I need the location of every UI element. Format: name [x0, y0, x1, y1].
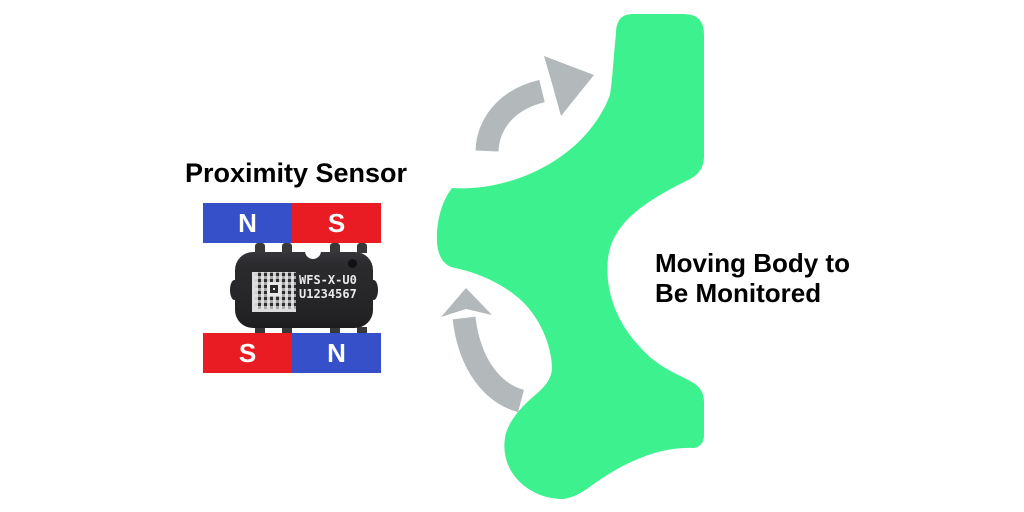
chip-label: WFS-X-U0 U1234567	[299, 273, 369, 301]
chip-notch	[305, 245, 321, 259]
chip-pin	[282, 327, 292, 337]
chip-pin	[357, 327, 367, 337]
magnet-top-south-pole: S	[292, 203, 381, 243]
chip-pin	[282, 243, 292, 253]
rotation-arrow-bottom-shaft	[452, 316, 525, 413]
chip-part-number: WFS-X-U0	[299, 273, 357, 287]
moving-body-label-line2: Be Monitored	[655, 278, 822, 308]
chip-side-bump	[369, 280, 378, 300]
rotation-arrow-top-head	[544, 56, 594, 116]
chip-side-bump	[230, 280, 239, 300]
chip-pin	[330, 327, 340, 337]
magnet-top-north-pole: N	[203, 203, 292, 243]
chip-pin1-dot	[348, 259, 357, 268]
magnet-bottom-north-pole: N	[292, 333, 381, 373]
moving-body-label: Moving Body to Be Monitored	[655, 248, 850, 308]
magnet-bottom: S N	[203, 333, 381, 373]
moving-body-label-line1: Moving Body to	[655, 248, 850, 278]
proximity-sensor-title: Proximity Sensor	[184, 158, 408, 188]
magnet-top: N S	[203, 203, 381, 243]
chip-pin	[357, 243, 367, 253]
datamatrix-code	[252, 272, 296, 312]
rotation-arrow-bottom	[441, 288, 525, 413]
datamatrix-center	[267, 282, 281, 296]
moving-body-shape	[436, 14, 704, 499]
chip-serial-number: U1234567	[299, 287, 357, 301]
rotation-arrow-bottom-head	[441, 288, 492, 317]
chip-pin	[330, 243, 340, 253]
chip-pin	[255, 327, 265, 337]
magnet-bottom-south-pole: S	[203, 333, 292, 373]
rotation-arrow-top	[475, 56, 594, 153]
rotation-arrow-top-shaft	[475, 79, 546, 153]
chip-pin	[255, 243, 265, 253]
